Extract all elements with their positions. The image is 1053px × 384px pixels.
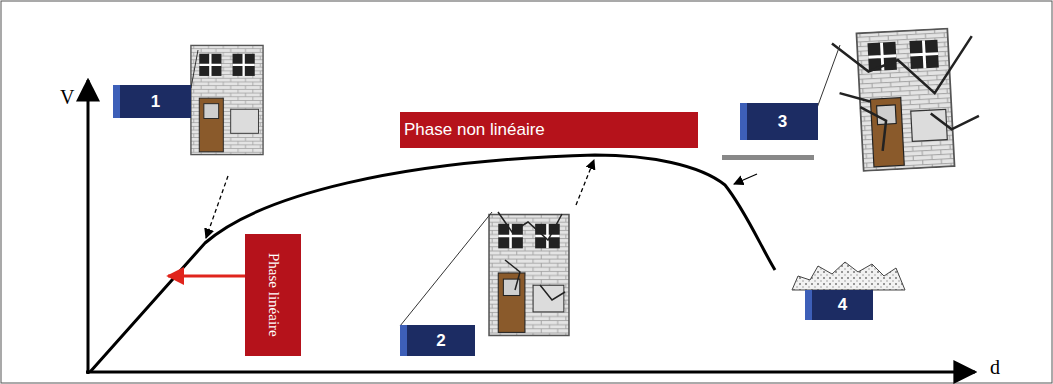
callout-number: 1 <box>113 85 191 118</box>
pushover-curve <box>90 155 775 372</box>
collapsed-rubble <box>792 262 905 290</box>
phase-label-box: Phase linéaire <box>245 234 301 356</box>
phase-arrow <box>168 275 245 278</box>
ground-bar <box>722 155 814 160</box>
phase-label-box: Phase non linéaire <box>400 112 698 148</box>
callout-number: 2 <box>400 325 475 356</box>
node-text: 4 <box>838 295 847 315</box>
node-text: Phase linéaire <box>265 253 282 337</box>
damaged-building <box>831 27 981 172</box>
node-text: 1 <box>151 92 160 112</box>
leader-line <box>400 212 492 326</box>
pointer-arrow <box>206 176 228 238</box>
leader-line <box>817 45 840 108</box>
leader-line <box>191 50 198 88</box>
cracked-building <box>489 212 569 335</box>
node-text: 2 <box>436 331 445 351</box>
pointer-arrow <box>734 174 757 184</box>
node-text: 3 <box>778 112 787 132</box>
callout-number: 3 <box>740 103 818 140</box>
callout-number: 4 <box>805 290 873 320</box>
axis-label: d <box>990 356 1000 379</box>
intact-building <box>191 45 263 154</box>
pointer-arrow <box>576 160 594 205</box>
displacement-axis <box>86 371 975 374</box>
node-text: Phase non linéaire <box>404 120 545 140</box>
axis-label: V <box>60 86 74 109</box>
force-axis <box>87 80 90 374</box>
